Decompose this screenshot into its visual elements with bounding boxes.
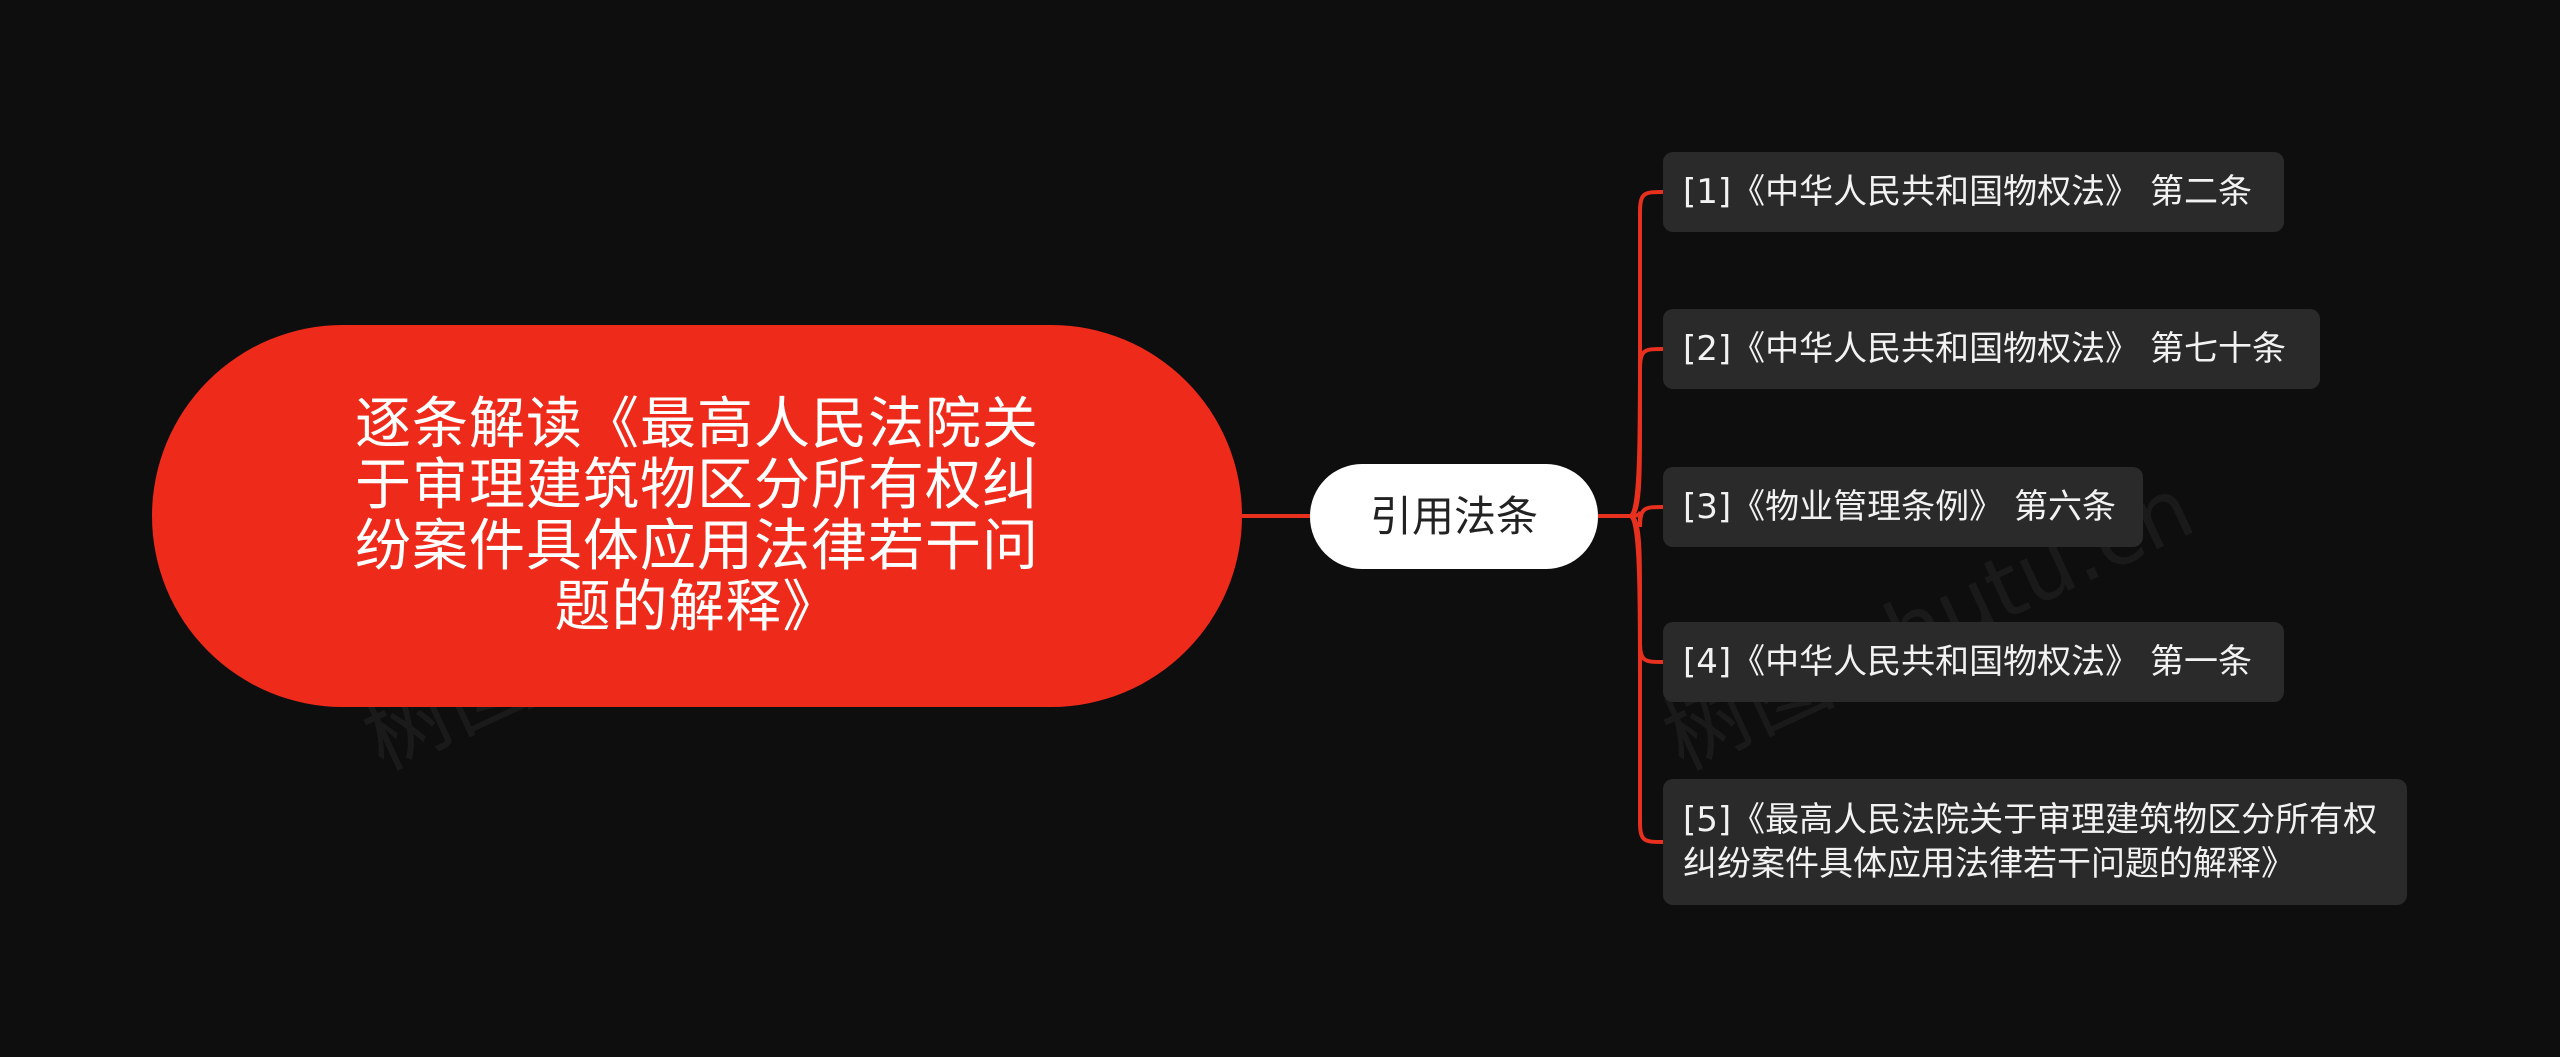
connector-leaf-5 (1628, 514, 1664, 844)
leaf-label-3: [3]《物业管理条例》 第六条 (1683, 487, 2116, 527)
leaf-node-5[interactable]: [5]《最高人民法院关于审理建筑物区分所有权纠纷案件具体应用法律若干问题的解释》 (1663, 779, 2407, 905)
branch-label: 引用法条 (1369, 491, 1538, 541)
branch-node-cited-laws[interactable]: 引用法条 (1310, 464, 1598, 569)
root-topic-node[interactable]: 逐条解读《最高人民法院关于审理建筑物区分所有权纠纷案件具体应用法律若干问题的解释… (152, 325, 1242, 707)
connector-leaf-2 (1629, 347, 1664, 518)
leaf-label-5: [5]《最高人民法院关于审理建筑物区分所有权纠纷案件具体应用法律若干问题的解释》 (1683, 800, 2378, 884)
root-topic-label: 逐条解读《最高人民法院关于审理建筑物区分所有权纠纷案件具体应用法律若干问题的解释… (355, 392, 1039, 640)
connector-leaf-1 (1628, 190, 1664, 518)
leaf-label-2: [2]《中华人民共和国物权法》 第七十条 (1683, 329, 2286, 369)
leaf-label-4: [4]《中华人民共和国物权法》 第一条 (1683, 642, 2252, 682)
leaf-node-4[interactable]: [4]《中华人民共和国物权法》 第一条 (1663, 622, 2284, 702)
connector-leaf-3 (1629, 505, 1664, 528)
leaf-node-2[interactable]: [2]《中华人民共和国物权法》 第七十条 (1663, 309, 2320, 389)
leaf-node-3[interactable]: [3]《物业管理条例》 第六条 (1663, 467, 2143, 547)
leaf-node-1[interactable]: [1]《中华人民共和国物权法》 第二条 (1663, 152, 2284, 232)
leaf-label-1: [1]《中华人民共和国物权法》 第二条 (1683, 172, 2252, 212)
